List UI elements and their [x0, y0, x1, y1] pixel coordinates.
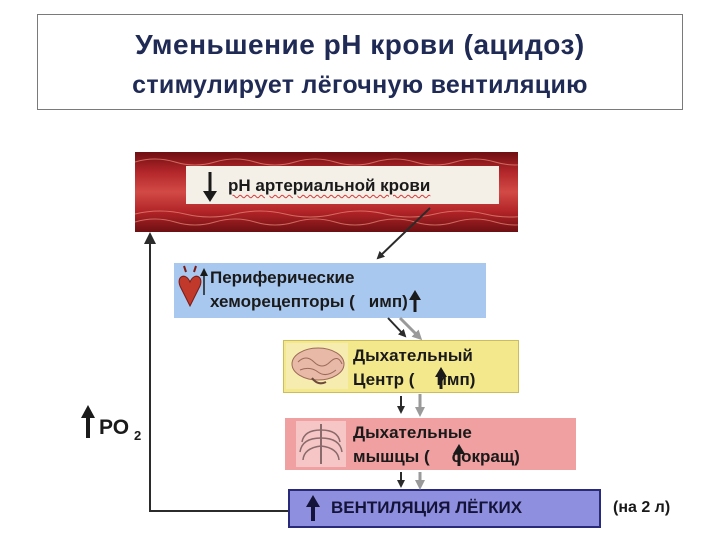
arrow-center-to-muscles — [397, 394, 425, 417]
ventilation-note: (на 2 л) — [613, 499, 671, 516]
ribcage-icon — [296, 421, 346, 467]
chemoreceptors-box — [174, 263, 486, 318]
vessel-wall-pattern — [135, 158, 518, 226]
up-arrow-icon — [306, 495, 320, 521]
po2-label: РО — [99, 416, 130, 439]
arrow-ph-to-chemoreceptors — [376, 207, 431, 260]
brain-icon — [286, 343, 348, 389]
up-arrow-icon — [409, 290, 421, 312]
down-arrow-icon — [203, 172, 217, 202]
up-arrow-icon — [435, 367, 447, 389]
respiratory-muscles-line-2: мышцы (сокращ) — [353, 447, 520, 466]
respiratory-center-line-1: Дыхательный — [353, 346, 473, 365]
arrow-muscles-to-ventilation — [397, 472, 425, 490]
respiratory-muscles-line-1: Дыхательные — [353, 423, 472, 442]
heart-icon — [178, 265, 202, 308]
ventilation-label: ВЕНТИЛЯЦИЯ ЛЁГКИХ — [331, 498, 523, 517]
title-line-1: Уменьшение рН крови (ацидоз) — [135, 29, 585, 60]
po2-subscript: 2 — [134, 428, 142, 443]
up-arrow-icon — [81, 405, 95, 438]
chemoreceptors-line-2: хеморецепторы (имп) — [210, 292, 408, 311]
arrow-chemoreceptors-to-center — [387, 316, 423, 341]
blood-ph-label: рН артериальной крови — [228, 176, 431, 195]
chemoreceptors-line-1: Периферические — [210, 268, 355, 287]
feedback-loop-arrow — [144, 232, 288, 512]
ventilation-box — [288, 489, 601, 528]
up-arrow-icon — [200, 268, 208, 295]
up-arrow-icon — [453, 444, 465, 466]
blood-ph-box — [186, 166, 499, 204]
title-box: Уменьшение рН крови (ацидоз) стимулирует… — [37, 14, 683, 110]
title-line-2: стимулирует лёгочную вентиляцию — [132, 71, 588, 99]
respiratory-center-line-2: Центр (имп) — [353, 370, 476, 389]
